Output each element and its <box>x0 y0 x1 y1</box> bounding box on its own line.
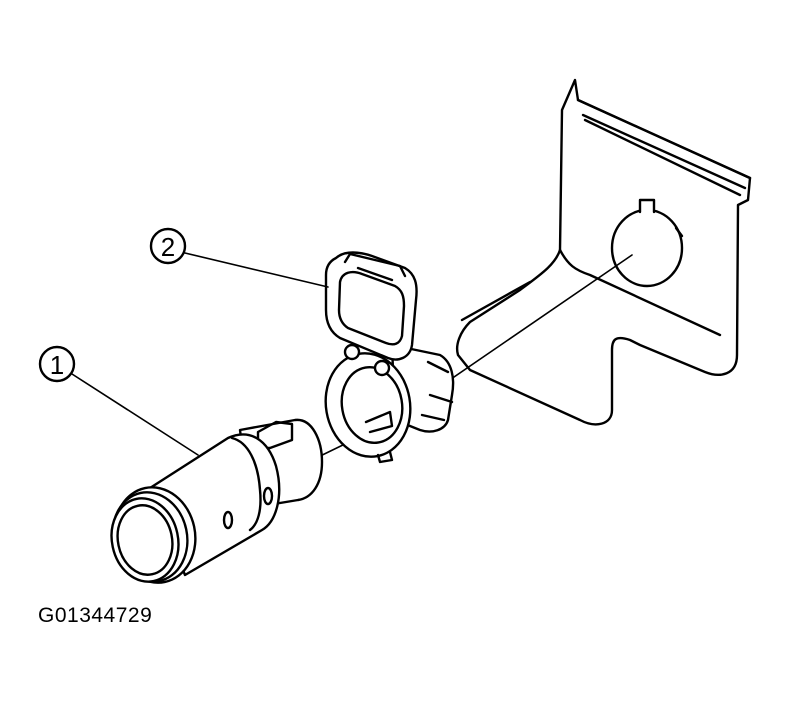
callout-1-circle <box>38 345 76 383</box>
housing-inner-slot <box>364 410 394 434</box>
socket-cap <box>324 251 418 361</box>
bracket-bend-line <box>558 248 722 337</box>
bracket-mounting-hole <box>610 208 684 288</box>
lighter-body-band <box>230 436 262 532</box>
bracket-slot <box>460 280 532 322</box>
socket-cap-inner <box>337 270 406 346</box>
hinge-knuckle-right <box>373 359 391 377</box>
figure-code: G01344729 <box>38 604 153 627</box>
lighter-face-inner <box>116 504 174 576</box>
callout-2-leader <box>184 252 329 288</box>
lighter-body-vent-2 <box>262 486 274 506</box>
lighter-body-vent-1 <box>222 510 234 530</box>
callout-2-label: 2 <box>161 232 175 262</box>
housing-bottom-notch <box>376 450 394 464</box>
lighter-face <box>110 497 180 583</box>
mounting-bracket <box>456 78 752 426</box>
callout-2: 2 <box>149 227 329 288</box>
callout-1-label: 1 <box>50 350 64 380</box>
bracket-panel <box>456 78 752 426</box>
housing-inner-ring <box>340 366 404 444</box>
socket-cap-grip <box>356 266 394 282</box>
bracket-hole-notch <box>674 226 684 238</box>
bracket-hole-key <box>638 198 656 214</box>
bracket-top-rim <box>576 98 752 197</box>
socket-housing <box>324 251 455 464</box>
callout-1-leader <box>71 373 199 456</box>
hinge-knuckle-left <box>343 343 361 361</box>
socket-cap-tab <box>343 252 407 278</box>
lighter-element <box>110 418 324 584</box>
housing-tabs <box>420 360 454 422</box>
callout-2-circle <box>149 227 187 265</box>
callout-1: 1 <box>38 345 199 456</box>
